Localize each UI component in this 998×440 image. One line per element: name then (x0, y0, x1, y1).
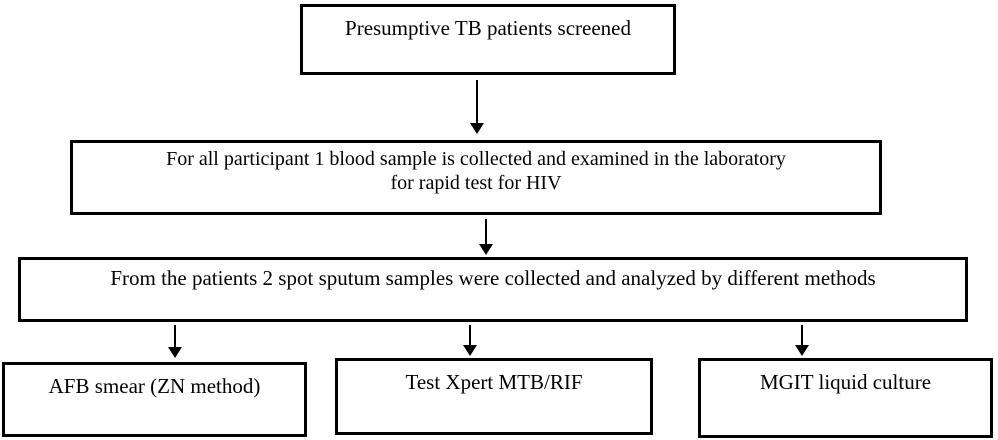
node-label: Presumptive TB patients screened (345, 16, 631, 40)
arrow-blood-to-sputum (479, 219, 493, 255)
arrow-sputum-to-xpert (463, 325, 477, 356)
node-label-line-1: For all participant 1 blood sample is co… (166, 148, 786, 170)
node-label: MGIT liquid culture (759, 370, 932, 394)
arrow-line (174, 325, 176, 347)
node-afb-smear: AFB smear (ZN method) (2, 362, 307, 437)
arrow-line (801, 325, 803, 345)
arrow-screened-to-blood (470, 80, 484, 134)
node-sputum-samples-analyzed: From the patients 2 spot sputum samples … (18, 257, 968, 322)
arrow-line (485, 219, 487, 244)
node-test-xpert: Test Xpert MTB/RIF (335, 358, 653, 435)
arrowhead-down-icon (795, 345, 809, 356)
node-blood-sample-hiv-test: For all participant 1 blood sample is co… (70, 140, 882, 215)
arrowhead-down-icon (463, 345, 477, 356)
node-label: AFB smear (ZN method) (48, 374, 261, 398)
node-mgit-culture: MGIT liquid culture (698, 358, 993, 438)
arrow-sputum-to-afb-smear (168, 325, 182, 358)
arrowhead-down-icon (479, 244, 493, 255)
arrow-sputum-to-mgit (795, 325, 809, 356)
arrow-line (476, 80, 478, 123)
node-label: From the patients 2 spot sputum samples … (110, 266, 876, 290)
node-label: Test Xpert MTB/RIF (405, 370, 583, 394)
node-presumptive-tb-screened: Presumptive TB patients screened (300, 4, 676, 75)
arrowhead-down-icon (168, 347, 182, 358)
node-label-line-2: for rapid test for HIV (390, 172, 562, 195)
arrowhead-down-icon (470, 123, 484, 134)
arrow-line (469, 325, 471, 345)
